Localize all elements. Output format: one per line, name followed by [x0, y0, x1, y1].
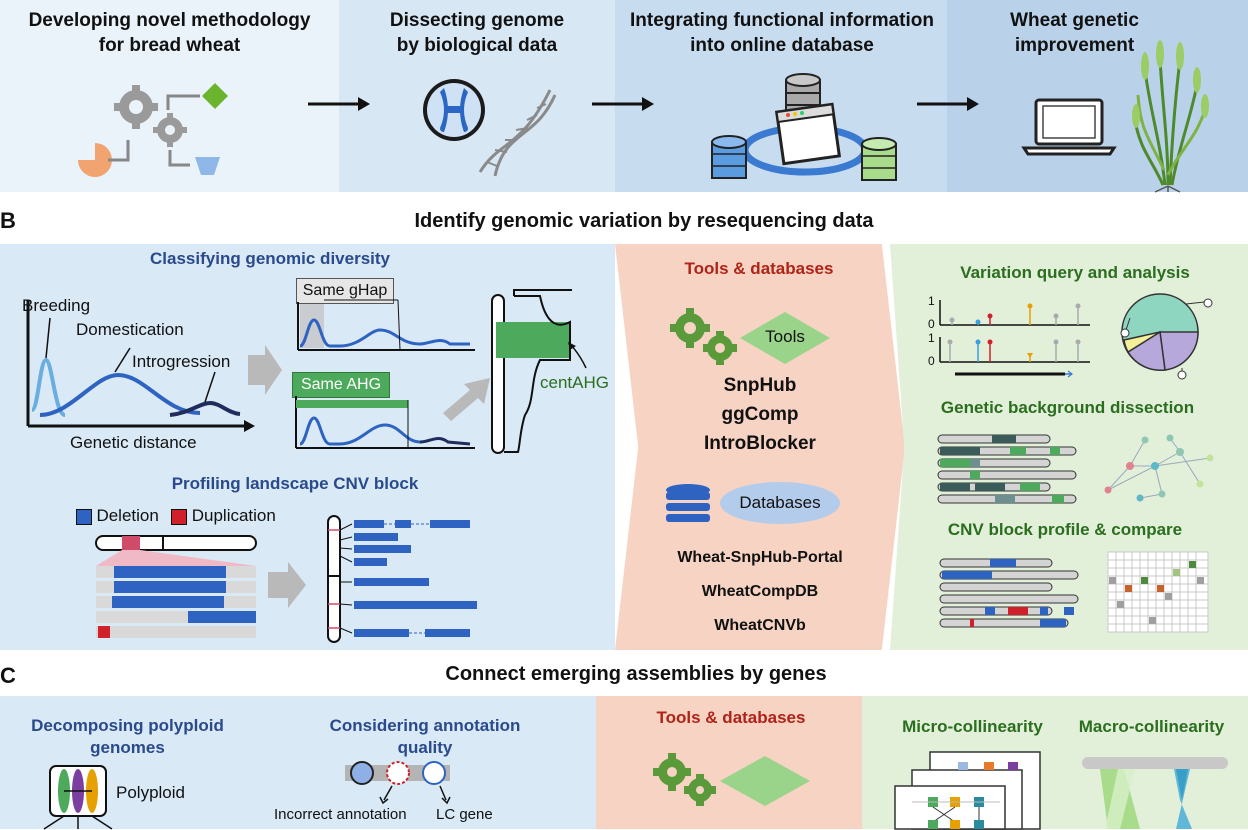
tool-introblocker: IntroBlocker [704, 433, 816, 454]
macro-collinearity-icon [1082, 757, 1228, 829]
cnv-compare-bars [939, 558, 1079, 628]
micro-title: Micro-collinearity [902, 717, 1043, 736]
panel-c-mid-bg [596, 696, 866, 829]
deletion-label: Deletion [96, 506, 159, 525]
centahg-label: centAHG [540, 373, 609, 392]
deletion-swatch [76, 508, 92, 525]
tick-1-lower: 1 [928, 331, 935, 345]
deletion-legend: Deletion Duplication [76, 506, 276, 526]
duplication-swatch [171, 508, 188, 525]
arrow-icon [308, 97, 979, 111]
panel-a-icons [78, 40, 1209, 193]
same-ghap-label: Same gHap [302, 282, 388, 299]
micro-collinearity-icon [894, 751, 1041, 830]
gear-icon [114, 85, 187, 147]
c-tools-gears-icon [653, 753, 716, 806]
wheat-plant-icon [1133, 57, 1207, 193]
c-tools-diamond [720, 756, 810, 806]
tool-ggcomp: ggComp [721, 404, 799, 425]
tick-1-upper: 1 [928, 294, 935, 308]
diversity-plot [26, 300, 255, 432]
cnv-illustration [95, 535, 257, 638]
same-ahg-label: Same AHG [300, 376, 382, 393]
panel-a-step4-bg [947, 0, 1248, 192]
ahg-plot [295, 396, 475, 449]
cnv-grid-lines [1108, 552, 1208, 632]
tools-diamond [740, 312, 830, 364]
c-tools-title: Tools & databases [656, 708, 806, 727]
tool-snphub: SnpHub [723, 375, 797, 396]
genetic-background-title: Genetic background dissection [940, 398, 1195, 417]
polyploid-icon [43, 765, 113, 830]
browser-window-icon [774, 102, 842, 166]
db-wheatcnvb: WheatCNVb [714, 617, 806, 634]
database-blue-icon [711, 135, 747, 179]
databases-ellipse [720, 482, 840, 524]
panel-b-title: Identify genomic variation by resequenci… [414, 210, 874, 232]
incorrect-annotation-label: Incorrect annotation [274, 806, 407, 823]
cnv-title: Profiling landscape CNV block [171, 474, 419, 493]
grey-arrow-icon [268, 562, 306, 608]
database-web-icon [711, 73, 897, 181]
same-ahg-box: Same AHG [292, 372, 390, 398]
chromosome-icon [423, 79, 485, 141]
db-snphub-portal: Wheat-SnpHub-Portal [677, 549, 843, 566]
pie-icon [78, 143, 112, 177]
trapezoid-icon [195, 157, 220, 175]
annotation-icon [345, 761, 451, 805]
database-names: Wheat-SnpHub-Portal WheatCompDB WheatCNV… [635, 541, 885, 643]
databases-label: Databases [739, 493, 821, 512]
centahg-chromosome [491, 289, 587, 454]
tools-databases-title: Tools & databases [684, 259, 834, 278]
grey-arrow-icon [443, 378, 490, 421]
breeding-label: Breeding [22, 296, 91, 315]
panel-c-letter: C [0, 663, 16, 688]
grey-arrow-icon [248, 345, 282, 395]
genetic-background-bars [937, 434, 1077, 504]
database-green-icon [861, 137, 897, 181]
introgression-label: Introgression [132, 352, 231, 371]
genetic-distance-label: Genetic distance [70, 433, 197, 452]
db-wheatcompdb: WheatCompDB [701, 583, 819, 600]
panel-c-title: Connect emerging assemblies by genes [445, 663, 827, 685]
ghap-plot [297, 299, 475, 351]
tool-names: SnpHub ggComp IntroBlocker [645, 371, 875, 458]
cnv-grid-cells [1109, 561, 1204, 624]
duplication-label: Duplication [191, 506, 276, 525]
cnv-chromosome [327, 515, 477, 643]
pie-chart-icon [1120, 293, 1213, 380]
domestication-label: Domestication [76, 320, 184, 339]
panel-b-letter: B [0, 208, 16, 233]
tick-0-upper: 0 [928, 317, 935, 331]
diamond-icon [202, 83, 228, 109]
polyploid-label: Polyploid [116, 783, 185, 802]
diversity-title: Classifying genomic diversity [150, 249, 390, 268]
tools-label: Tools [765, 327, 805, 346]
laptop-icon [1021, 98, 1117, 156]
database-stack-icon [666, 484, 710, 522]
macro-title: Macro-collinearity [1078, 717, 1225, 736]
panel-b-mid-bg [615, 244, 905, 650]
network-graph-icon [1104, 434, 1214, 502]
variation-charts [939, 300, 1090, 378]
cnv-compare-title: CNV block profile & compare [947, 520, 1183, 539]
variation-title: Variation query and analysis [960, 263, 1190, 282]
lc-gene-label: LC gene [436, 806, 493, 823]
dna-icon [478, 89, 557, 177]
tick-0-lower: 0 [928, 354, 935, 368]
